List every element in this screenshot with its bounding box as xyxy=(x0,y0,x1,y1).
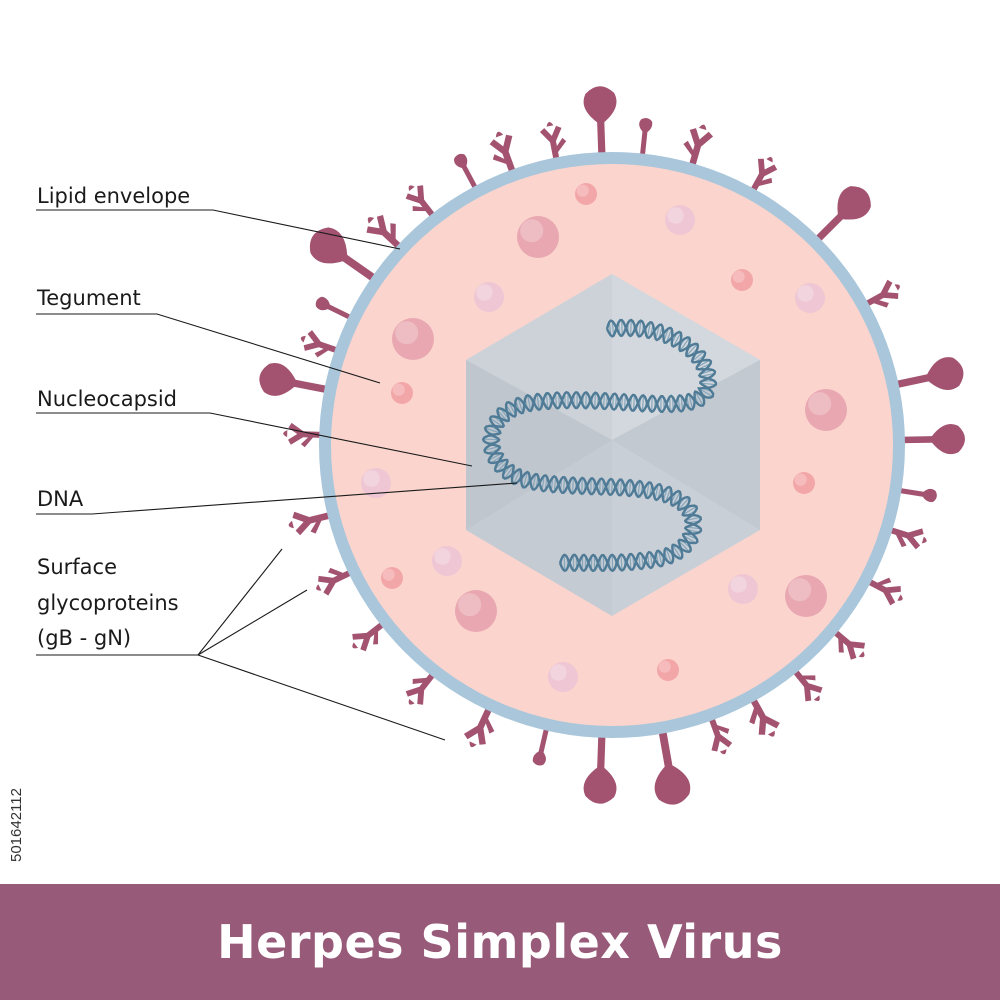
tegument-vesicle xyxy=(432,546,462,576)
tegument-vesicle xyxy=(795,283,825,313)
glycoprotein-spike xyxy=(895,487,937,503)
leader-lines xyxy=(36,209,518,741)
glycoprotein-spike xyxy=(532,724,550,766)
surface-glycoproteins-label-line3: (gB - gN) xyxy=(37,626,131,650)
glycoprotein-spike xyxy=(683,124,714,171)
nucleocapsid-label: Nucleocapsid xyxy=(37,387,177,411)
tegument-vesicle xyxy=(728,574,758,604)
dna-strand xyxy=(481,318,717,573)
glycoprotein-spike xyxy=(300,330,342,358)
surface-glycoproteins-leader-a xyxy=(197,548,283,656)
glycoprotein-spike xyxy=(790,666,823,702)
glycoprotein-spike xyxy=(748,694,780,737)
surface-glycoproteins-label-line2: glycoproteins xyxy=(37,591,179,615)
glycoprotein-spike xyxy=(583,731,617,804)
stock-image-id: 501642112 xyxy=(8,788,25,862)
tegument-vesicle xyxy=(455,590,497,632)
tegument-vesicle xyxy=(793,472,815,494)
dna-strand xyxy=(483,318,718,573)
glycoprotein-spike xyxy=(829,627,866,660)
glycoprotein-spike xyxy=(748,157,778,196)
glycoprotein-spike xyxy=(583,86,617,159)
glycoprotein-spike xyxy=(861,279,900,309)
tegument-vesicle xyxy=(392,318,434,360)
tegument-vesicle xyxy=(361,468,391,498)
tegument-vesicle xyxy=(785,575,827,617)
glycoprotein-spike xyxy=(885,526,927,550)
dna-leader xyxy=(36,482,518,515)
tegument-vesicles xyxy=(361,183,847,692)
glycoprotein-spike xyxy=(288,511,335,536)
tegument-vesicle xyxy=(391,382,413,404)
tegument-vesicle xyxy=(381,567,403,589)
page-title: Herpes Simplex Virus xyxy=(217,915,783,969)
dna-helix xyxy=(481,318,718,573)
glycoprotein-spike xyxy=(454,153,480,193)
tegument-vesicle xyxy=(575,183,597,205)
tegument-label: Tegument xyxy=(36,286,141,310)
tegument-vesicle xyxy=(805,389,847,431)
glycoprotein-spike xyxy=(259,363,331,396)
glycoprotein-spike xyxy=(463,703,495,748)
tegument-vesicle xyxy=(665,205,695,235)
glycoprotein-spike xyxy=(405,185,438,221)
tegument-vesicle xyxy=(657,659,679,681)
glycoprotein-spike xyxy=(898,424,965,455)
surface-glycoproteins-label-line1: Surface xyxy=(37,555,117,579)
tegument-leader xyxy=(36,313,381,384)
nucleocapsid-leader xyxy=(36,412,473,467)
tegument-vesicle xyxy=(517,216,559,258)
lipid-envelope-label: Lipid envelope xyxy=(37,184,190,208)
glycoprotein-spike xyxy=(283,422,326,448)
glycoprotein-spike xyxy=(639,118,653,160)
tegument-vesicle xyxy=(548,662,578,692)
glycoprotein-spike xyxy=(891,357,964,390)
glycoprotein-spike xyxy=(315,296,356,322)
dna-label: DNA xyxy=(37,487,84,511)
title-banner: Herpes Simplex Virus xyxy=(0,884,1000,1000)
glycoprotein-spike xyxy=(489,131,517,177)
glycoprotein-spike xyxy=(352,619,388,652)
glycoprotein-spike xyxy=(812,186,871,245)
glycoprotein-spike xyxy=(405,669,438,705)
surface-glycoproteins-leader-c xyxy=(197,654,446,741)
glycoprotein-spike xyxy=(654,726,691,805)
glycoprotein-spike xyxy=(309,227,380,284)
glycoprotein-spike xyxy=(863,577,903,606)
surface-glycoproteins-leader-b xyxy=(197,589,308,656)
glycoprotein-spike xyxy=(366,214,405,252)
tegument-vesicle xyxy=(731,269,753,291)
surface-glycoproteins xyxy=(259,86,965,805)
lipid-envelope-leader xyxy=(36,209,401,250)
glycoprotein-spike xyxy=(539,122,567,164)
tegument-vesicle xyxy=(474,282,504,312)
glycoprotein-spike xyxy=(316,567,356,596)
glycoprotein-spike xyxy=(707,713,733,755)
